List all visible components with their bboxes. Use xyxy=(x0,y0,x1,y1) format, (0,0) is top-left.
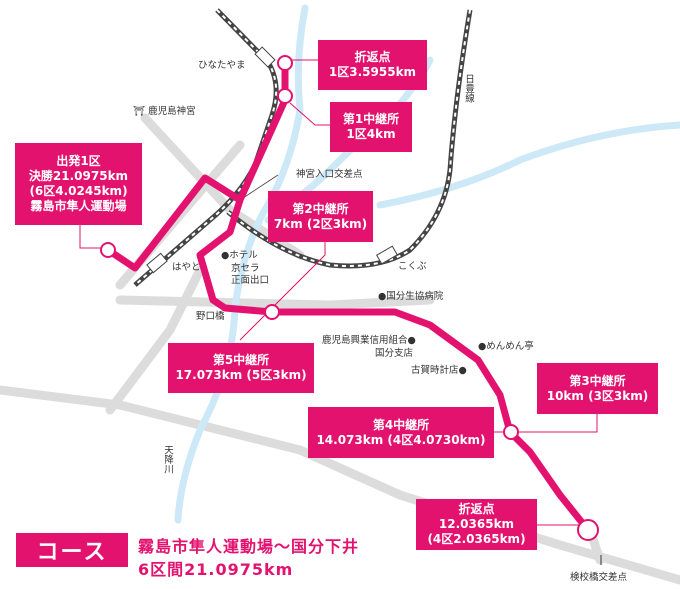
label-menmen: ●めんめん亭 xyxy=(478,341,534,352)
course-route: 霧島市隼人運動場～国分下井 xyxy=(138,537,360,556)
turn-point-1-marker xyxy=(277,55,293,71)
relay-5-box: 第5中継所 17.073km (5区3km) xyxy=(168,343,314,393)
turn-point-1-box: 折返点 1区3.5955km xyxy=(318,40,427,90)
course-distance: 6区間21.0975km xyxy=(138,560,294,579)
relay-2-box: 第2中継所 7km (2区3km) xyxy=(268,191,373,242)
checkpoint-detail: (4区2.0365km) xyxy=(427,532,526,546)
checkpoint-markers xyxy=(100,55,599,541)
amori-river xyxy=(174,4,309,524)
start-box: 出発1区 決勝21.0975km (6区4.0245km) 霧島市隼人運動場 xyxy=(15,143,142,225)
checkpoint-detail: 17.073km (5区3km) xyxy=(175,368,307,382)
checkpoint-name: 第2中継所 xyxy=(292,201,349,216)
shrine-name: 鹿児島神宮 xyxy=(148,106,196,117)
label-hayato: はやと xyxy=(172,262,201,273)
relay-5-marker xyxy=(264,304,280,320)
label-hotel: ●ホテル xyxy=(221,250,258,261)
river xyxy=(376,121,680,209)
relay-3-box: 第3中継所 10km (3区3km) xyxy=(537,363,658,414)
label-hotel-2: 京セラ xyxy=(231,263,260,274)
checkpoint-detail: 1区3.5955km xyxy=(328,65,417,79)
course-badge: コース xyxy=(16,533,128,567)
label-bank: 鹿児島興業信用組合● xyxy=(322,335,416,346)
checkpoint-name: 第4中継所 xyxy=(372,417,430,432)
label-shrine: ⛩ 鹿児島神宮 xyxy=(133,106,196,118)
checkpoint-name: 出発1区 xyxy=(56,154,101,168)
checkpoint-detail: 霧島市隼人運動場 xyxy=(30,199,127,213)
checkpoint-detail: (6区4.0245km) xyxy=(29,184,128,198)
checkpoint-name: 折返点 xyxy=(458,502,495,516)
turn-point-2-box: 折返点 12.0365km (4区2.0365km) xyxy=(416,499,537,550)
checkpoint-name: 第5中継所 xyxy=(212,353,270,367)
start-marker xyxy=(100,242,116,258)
checkpoint-name: 折返点 xyxy=(354,50,391,64)
station-kokubu xyxy=(376,245,398,265)
turn-point-2-marker xyxy=(577,519,599,541)
checkpoint-detail: 10km (3区3km) xyxy=(546,388,649,403)
label-kengyo: 検校橋交差点 xyxy=(570,572,628,583)
label-bank-branch: 国分支店 xyxy=(375,348,414,359)
station-hinatayama xyxy=(254,46,276,68)
relay-3-4-marker xyxy=(503,424,519,440)
label-amori-river: 天降川 xyxy=(162,445,173,474)
checkpoint-name: 第1中継所 xyxy=(342,112,400,126)
relay-1-marker xyxy=(277,88,293,104)
road xyxy=(115,295,435,310)
checkpoint-detail: 1区4km xyxy=(346,127,396,141)
race-route xyxy=(104,56,592,534)
label-koga: 古賀時計店● xyxy=(411,365,467,376)
label-nippo-line: 日豊線 xyxy=(463,74,474,103)
label-kokubu: こくぶ xyxy=(398,261,427,272)
label-jingu-iriguchi: 神宮入口交差点 xyxy=(296,169,363,180)
leader-lines xyxy=(79,59,598,526)
label-hotel-3: 正面出口 xyxy=(231,275,270,286)
road xyxy=(105,265,205,415)
station-hayato xyxy=(146,252,168,274)
road xyxy=(0,385,680,585)
relay-1-box: 第1中継所 1区4km xyxy=(330,102,412,152)
checkpoint-detail: 決勝21.0975km xyxy=(28,169,129,183)
checkpoint-detail: 14.073km (4区4.0730km) xyxy=(316,432,486,447)
checkpoint-detail: 12.0365km xyxy=(438,517,515,531)
relay-4-box: 第4中継所 14.073km (4区4.0730km) xyxy=(308,407,494,458)
label-hospital: ●国分生協病院 xyxy=(378,291,444,302)
shrine-gate-icon: ⛩ xyxy=(133,106,146,117)
checkpoint-name: 第3中継所 xyxy=(569,373,626,388)
label-hinatayama: ひなたやま xyxy=(198,60,246,71)
checkpoint-detail: 7km (2区3km) xyxy=(273,216,368,231)
label-noguchibashi: 野口橋 xyxy=(196,311,225,322)
